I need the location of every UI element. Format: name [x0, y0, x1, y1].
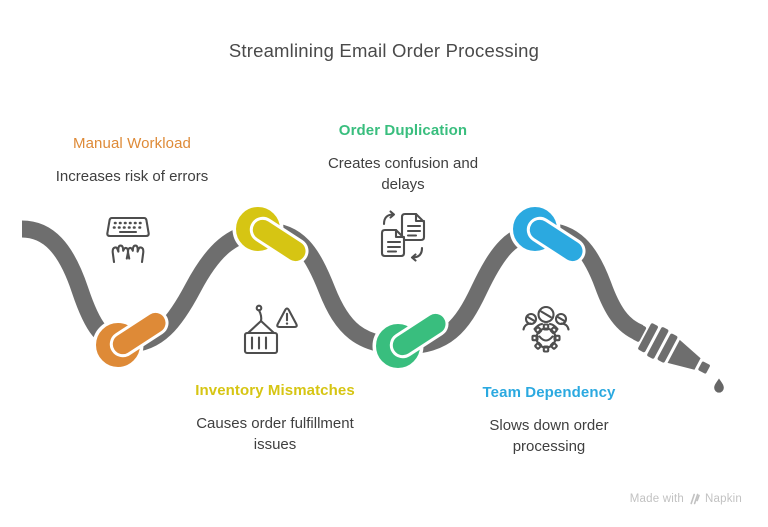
step-label: Order Duplication	[338, 122, 468, 139]
knot-order-duplication	[372, 310, 449, 372]
made-with-label: Made with	[629, 493, 684, 505]
keyboard-hands-icon	[106, 216, 150, 264]
step-description: Causes order fulfillment issues	[196, 415, 354, 453]
step-manual-workload: Manual Workload Increases risk of errors	[30, 135, 234, 187]
step-label: Inventory Mismatches	[195, 382, 355, 399]
knot-manual-workload	[92, 309, 169, 371]
step-label: Manual Workload	[73, 135, 191, 152]
step-description: Creates confusion and delays	[327, 155, 479, 193]
page-title: Streamlining Email Order Processing	[228, 40, 540, 61]
napkin-logo-icon	[690, 493, 700, 505]
made-with-napkin-badge[interactable]: Made with Napkin	[630, 493, 742, 505]
step-description: Slows down order processing	[489, 417, 609, 455]
document-sync-icon	[380, 210, 426, 262]
team-gear-icon	[522, 305, 570, 353]
knot-team-dependency	[509, 203, 586, 265]
container-warning-icon	[243, 304, 298, 355]
step-label: Team Dependency	[482, 384, 616, 401]
knot-inventory-mismatches	[232, 203, 309, 265]
step-team-dependency: Team Dependency Slows down order process…	[454, 384, 644, 457]
step-description: Increases risk of errors	[55, 168, 209, 185]
step-order-duplication: Order Duplication Creates confusion and …	[308, 122, 498, 195]
droplet-icon	[714, 378, 724, 393]
brand-label: Napkin	[705, 493, 742, 505]
nozzle	[632, 323, 710, 374]
step-inventory-mismatches: Inventory Mismatches Causes order fulfil…	[173, 382, 377, 455]
